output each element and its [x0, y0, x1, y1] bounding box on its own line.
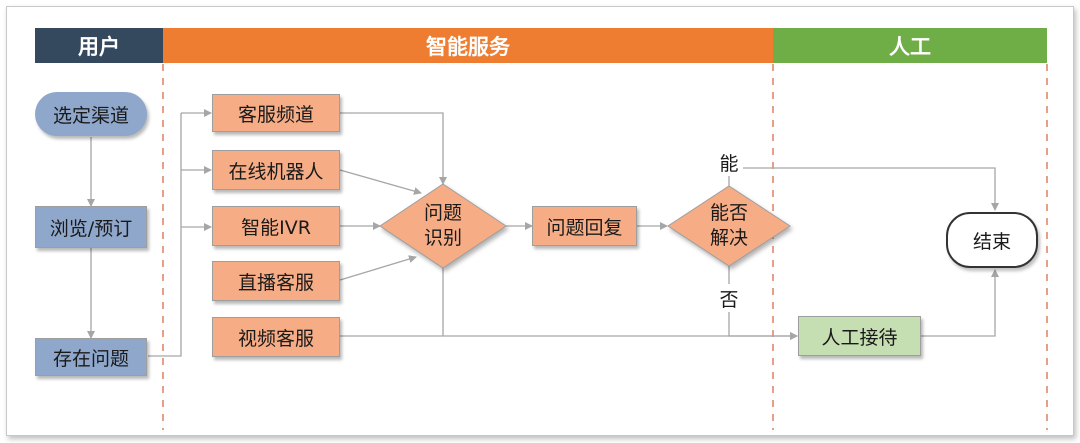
channel-video-service: 视频客服	[212, 317, 340, 357]
decision-resolve-shape	[667, 185, 791, 267]
lane-header-human: 人工	[773, 28, 1047, 63]
connector-identify-to-human	[442, 268, 798, 340]
decision-resolve-line2: 解决	[709, 227, 748, 249]
step-select-channel: 选定渠道	[35, 92, 147, 136]
decision-identify-line2: 识别	[423, 227, 462, 249]
lane-header-smart: 智能服务	[163, 28, 773, 63]
step-end: 结束	[946, 212, 1038, 268]
connector-issue-to-bus	[148, 113, 182, 357]
branch-yes-label: 能	[715, 148, 743, 176]
channel-customer-service: 客服频道	[212, 94, 340, 132]
channel-live-service: 直播客服	[212, 261, 340, 301]
connector-resolve-yes	[728, 167, 999, 211]
decision-identify-line1: 问题	[423, 202, 462, 224]
channel-smart-ivr: 智能IVR	[212, 206, 340, 246]
decision-identify-shape	[379, 183, 507, 269]
step-human-reception: 人工接待	[798, 316, 921, 356]
connector-channel4-to-identify	[339, 255, 417, 281]
decision-resolve-line1: 能否	[709, 202, 748, 224]
step-browse-book: 浏览/预订	[35, 206, 147, 248]
connector-channel2-to-identify	[339, 169, 422, 195]
connector-channel1-to-identify	[340, 112, 447, 185]
branch-no-label: 否	[715, 284, 743, 312]
step-has-issue: 存在问题	[35, 338, 147, 376]
lane-header-user: 用户	[35, 28, 163, 63]
decision-resolve-label: 能否 解决	[691, 200, 767, 252]
connector-human-to-end	[921, 269, 999, 337]
channel-online-robot: 在线机器人	[212, 150, 340, 190]
step-reply: 问题回复	[532, 206, 637, 246]
decision-identify-label: 问题 识别	[405, 200, 481, 252]
